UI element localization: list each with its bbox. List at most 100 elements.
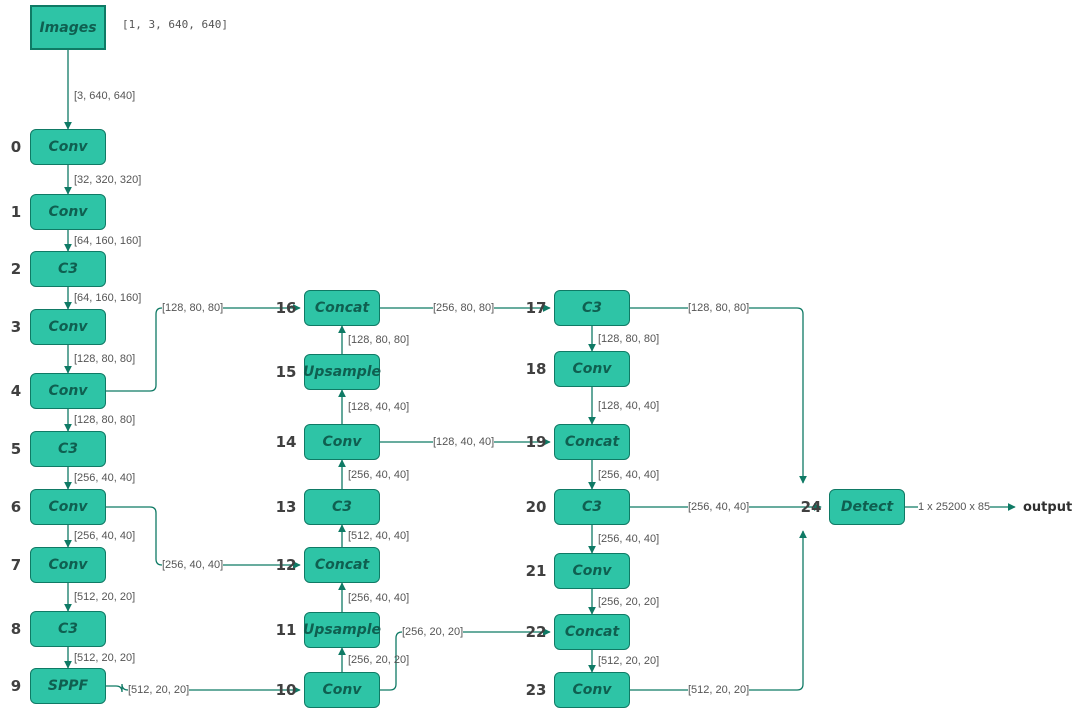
layer-node-4: Conv: [30, 373, 106, 409]
layer-node-label: Conv: [48, 557, 88, 573]
layer-index: 6: [10, 498, 22, 516]
edge-shape-label: [64, 160, 160]: [74, 292, 142, 304]
layer-index: 1: [10, 203, 22, 221]
layer-index: 17: [525, 299, 547, 317]
edge-shape-label: [256, 40, 40]: [598, 533, 660, 545]
edge-shape-label: [256, 40, 40]: [162, 559, 224, 571]
layer-node-label: Conv: [48, 499, 88, 515]
layer-node-label: Concat: [564, 624, 620, 640]
edge-shape-label: [256, 20, 20]: [348, 654, 410, 666]
input-shape-label: [1, 3, 640, 640]: [122, 18, 228, 31]
layer-index: 13: [275, 498, 297, 516]
edge-arrow: [630, 307, 807, 484]
edge-shape-label: [512, 40, 40]: [348, 530, 410, 542]
layer-index: 19: [525, 433, 547, 451]
layer-index: 3: [10, 318, 22, 336]
layer-index: 24: [800, 498, 822, 516]
edge-shape-label: [256, 20, 20]: [402, 626, 464, 638]
edge-shape-label: [128, 80, 80]: [688, 302, 750, 314]
layer-index: 16: [275, 299, 297, 317]
edge-shape-label: [256, 40, 40]: [348, 591, 410, 604]
edge-shape-label: [128, 40, 40]: [348, 401, 410, 413]
edge-shape-label: [128, 80, 80]: [348, 334, 410, 346]
layer-node-5: C3: [30, 431, 106, 467]
layer-node-label: Concat: [564, 434, 620, 450]
layer-node-label: Concat: [314, 557, 370, 573]
layer-index: 2: [10, 260, 22, 278]
edge-arrow: [106, 683, 301, 694]
layer-node-label: C3: [581, 499, 602, 515]
output-label: output: [1023, 500, 1073, 515]
layer-node-15: Upsample: [302, 354, 382, 390]
layer-node-21: Conv: [554, 553, 630, 589]
edge-arrow: [106, 506, 301, 569]
layer-node-23: Conv: [554, 672, 630, 708]
layer-index: 9: [10, 677, 22, 695]
layer-node-label: Conv: [48, 204, 88, 220]
edge-shape-label: [512, 20, 20]: [74, 651, 136, 664]
layer-node-7: Conv: [30, 547, 106, 583]
edge-shape-label: [128, 40, 40]: [598, 399, 660, 412]
layer-node-22: Concat: [554, 614, 630, 650]
layer-node-8: C3: [30, 611, 106, 647]
layer-node-label: Upsample: [302, 622, 382, 638]
edge-shape-label: 1 x 25200 x 85: [918, 501, 991, 513]
layer-node-label: C3: [57, 261, 78, 277]
edge-shape-label: [128, 80, 80]: [74, 353, 136, 365]
layer-node-label: Upsample: [302, 364, 382, 380]
layer-node-1: Conv: [30, 194, 106, 230]
layer-node-18: Conv: [554, 351, 630, 387]
layer-index: 11: [275, 621, 297, 639]
edge-arrow: [630, 530, 807, 691]
layer-index: 10: [275, 681, 297, 699]
edge-shape-label: [128, 80, 80]: [162, 302, 224, 314]
layer-index: 5: [10, 440, 22, 458]
layer-node-label: Concat: [314, 300, 370, 316]
layer-node-label: Detect: [840, 499, 894, 515]
layer-index: 20: [525, 498, 547, 516]
edge-shape-label: [3, 640, 640]: [74, 90, 136, 102]
layer-index: 15: [275, 363, 297, 381]
layer-node-label: C3: [57, 441, 78, 457]
images-input-label: Images: [39, 19, 97, 36]
edge-shape-label: [256, 40, 40]: [74, 472, 136, 484]
layer-node-14: Conv: [304, 424, 380, 460]
layer-node-label: C3: [57, 621, 78, 637]
layer-node-24: Detect: [829, 489, 905, 525]
layer-index: 18: [525, 360, 547, 378]
layer-node-label: SPPF: [47, 678, 89, 694]
layer-node-label: Conv: [572, 682, 612, 698]
layer-index: 0: [10, 138, 22, 156]
layer-node-label: Conv: [48, 139, 88, 155]
layer-index: 22: [525, 623, 547, 641]
edge-shape-label: [128, 80, 80]: [598, 332, 660, 345]
layer-node-12: Concat: [304, 547, 380, 583]
layer-node-20: C3: [554, 489, 630, 525]
edge-shape-label: [128, 80, 80]: [74, 414, 136, 426]
layer-index: 12: [275, 556, 297, 574]
layer-index: 21: [525, 562, 547, 580]
edge-shape-label: [32, 320, 320]: [74, 173, 142, 186]
layer-node-2: C3: [30, 251, 106, 287]
layer-node-19: Concat: [554, 424, 630, 460]
layer-node-label: C3: [331, 499, 352, 515]
layer-node-10: Conv: [304, 672, 380, 708]
layer-node-11: Upsample: [302, 612, 382, 648]
edge-shape-label: [256, 40, 40]: [348, 468, 410, 481]
layer-node-label: Conv: [572, 361, 612, 377]
edge-shape-label: [512, 20, 20]: [74, 591, 136, 603]
edge-shape-label: [256, 40, 40]: [74, 530, 136, 542]
edge-shape-label: [64, 160, 160]: [74, 234, 142, 247]
images-input-node: Images: [30, 5, 106, 50]
layer-node-16: Concat: [304, 290, 380, 326]
edge-shape-label: [512, 20, 20]: [688, 684, 750, 696]
layer-node-13: C3: [304, 489, 380, 525]
layer-node-label: Conv: [48, 319, 88, 335]
edge-arrow: [106, 304, 301, 392]
edge-shape-label: [256, 80, 80]: [433, 302, 495, 314]
edge-shape-label: [256, 20, 20]: [598, 595, 660, 608]
edge-shape-label: [128, 40, 40]: [433, 436, 495, 448]
layer-index: 7: [10, 556, 22, 574]
layer-node-label: C3: [581, 300, 602, 316]
